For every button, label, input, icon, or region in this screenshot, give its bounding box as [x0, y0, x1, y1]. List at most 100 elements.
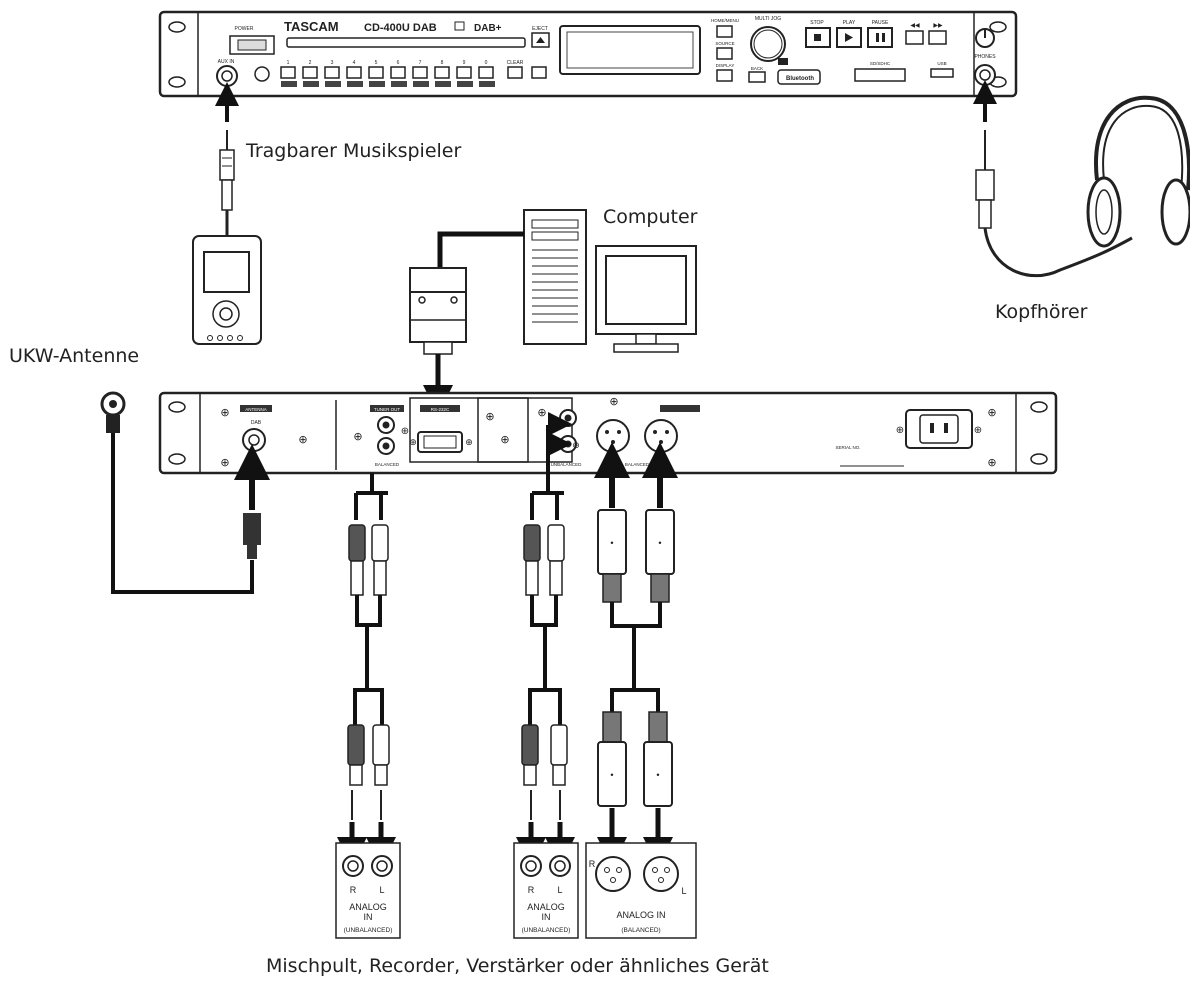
svg-text:⊕: ⊕ [220, 407, 229, 419]
svg-text:⊕: ⊕ [609, 396, 618, 408]
multi-jog-dial [750, 26, 786, 62]
preset-number: 7 [419, 60, 422, 66]
power-label: POWER [235, 26, 254, 32]
rack-hole [168, 21, 186, 33]
clear-button [507, 66, 523, 79]
input-r-label: R [528, 885, 535, 895]
svg-text:⊕: ⊕ [987, 407, 996, 419]
input-subtitle: (BALANCED) [621, 927, 660, 934]
preset-number: 5 [375, 60, 378, 66]
svg-text:▶▶: ▶▶ [933, 23, 943, 29]
rack-hole [989, 21, 1007, 33]
headphones-label: Kopfhörer [995, 301, 1088, 323]
front-panel: POWER TASCAM CD-400U DAB DAB+ EJECT HOME… [158, 10, 1018, 98]
portable-player [192, 235, 262, 345]
svg-text:⊕: ⊕ [409, 437, 417, 447]
headphone-cable [973, 80, 1133, 278]
sd-slot [854, 68, 906, 82]
pause-button [867, 27, 893, 48]
preset-number: 2 [309, 60, 312, 66]
portable-player-label: Tragbarer Musikspieler [246, 140, 462, 162]
tuner-rca-cable [337, 473, 396, 867]
fm-antenna-label: UKW-Antenne [9, 345, 140, 367]
svg-text:⊕: ⊕ [500, 434, 509, 446]
rack-hole [168, 76, 186, 88]
preset-number: 3 [331, 60, 334, 66]
input-box-unbalanced-2: R L ANALOG IN (UNBALANCED) [513, 842, 579, 939]
preset-number: 8 [441, 60, 444, 66]
xlr-r-jack [596, 419, 630, 453]
svg-text:⊕: ⊕ [401, 426, 409, 437]
input-title-line2: IN [364, 912, 373, 922]
input-r-label: R [350, 885, 357, 895]
destination-label: Mischpult, Recorder, Verstärker oder ähn… [266, 955, 769, 977]
unbalanced-label: UNBALANCED [551, 462, 583, 467]
svg-text:⊕: ⊕ [220, 457, 229, 469]
input-l-label: L [557, 885, 562, 895]
input-l-label: L [681, 886, 686, 896]
computer-tower [523, 209, 587, 345]
bluetooth-badge [777, 69, 821, 85]
back-label: BACK [751, 66, 763, 71]
dab-label: DAB [251, 420, 262, 426]
tuner-balanced-label: BALANCED [375, 462, 400, 467]
preset-number: 1 [287, 60, 290, 66]
computer-label: Computer [603, 206, 698, 228]
xlr-cable: • • • • [594, 442, 678, 867]
fm-antenna-cable [100, 391, 270, 594]
display-window [559, 25, 701, 75]
preset-number: 6 [397, 60, 400, 66]
svg-text:◀◀: ◀◀ [910, 23, 920, 29]
usb-label: USB [937, 61, 946, 66]
antenna-label: ANTENNA [245, 407, 267, 412]
xlr-balanced-label: BALANCED [625, 462, 650, 467]
aux-cable [215, 82, 239, 236]
input-subtitle: (UNBALANCED) [522, 927, 571, 934]
preset-number: 4 [353, 60, 356, 66]
phones-label: PHONES [974, 54, 996, 60]
home-menu-label: HOME/MENU [711, 18, 739, 23]
stop-label: STOP [810, 20, 824, 26]
dab-logo: DAB+ [474, 23, 502, 34]
source-label: SOURCE [715, 41, 734, 46]
svg-text:•: • [658, 538, 661, 548]
brand-label: TASCAM [284, 19, 339, 34]
computer-icon [437, 209, 697, 353]
cd-slot [286, 37, 526, 48]
svg-text:⊕: ⊕ [987, 457, 996, 469]
tuner-out-label: TUNER OUT [374, 407, 400, 412]
clear-label: CLEAR [507, 60, 524, 66]
input-title-line1: ANALOG IN [616, 910, 665, 920]
headphones-icon [1086, 95, 1190, 248]
input-r-label: R [589, 859, 596, 869]
model-label: CD-400U DAB [364, 22, 437, 34]
sd-label: SD/SDHC [870, 61, 891, 66]
svg-text:⊕: ⊕ [537, 407, 546, 419]
rs232c-label: RS-232C [431, 407, 450, 412]
rear-panel: ANTENNA DAB ⊕ ⊕ ⊕ TUNER OUT BALANCED ⊕ ⊕… [158, 391, 1058, 475]
display-label: DISPLAY [716, 63, 735, 68]
input-box-balanced: R L ANALOG IN (BALANCED) [585, 842, 697, 939]
input-box-unbalanced-1: R L ANALOG IN (UNBALANCED) [335, 842, 401, 939]
preset-number: 0 [485, 60, 488, 66]
multi-jog-label: MULTI JOG [755, 16, 781, 22]
serial-label: SERIAL NO. [835, 445, 860, 450]
svg-text:•: • [610, 538, 613, 548]
unbalanced-rca-cable [516, 412, 575, 867]
input-title-line1: ANALOG [349, 902, 387, 912]
input-subtitle: (UNBALANCED) [344, 927, 393, 934]
usb-port [930, 68, 954, 78]
xlr-l-jack [644, 419, 678, 453]
svg-text:⊕: ⊕ [465, 437, 473, 447]
svg-text:⊕: ⊕ [974, 425, 982, 436]
ir-sensor [254, 66, 270, 82]
aux-in-label: AUX IN [218, 59, 235, 65]
preset-buttons: 1 2 3 4 5 6 7 8 9 0 [280, 60, 495, 87]
bluetooth-label: Bluetooth [786, 76, 814, 82]
svg-text:⊕: ⊕ [353, 431, 362, 443]
svg-text:⊕: ⊕ [485, 411, 494, 423]
eject-label: EJECT [532, 26, 548, 32]
preset-number: 9 [463, 60, 466, 66]
input-title-line1: ANALOG [527, 902, 565, 912]
svg-text:⊕: ⊕ [896, 425, 904, 436]
